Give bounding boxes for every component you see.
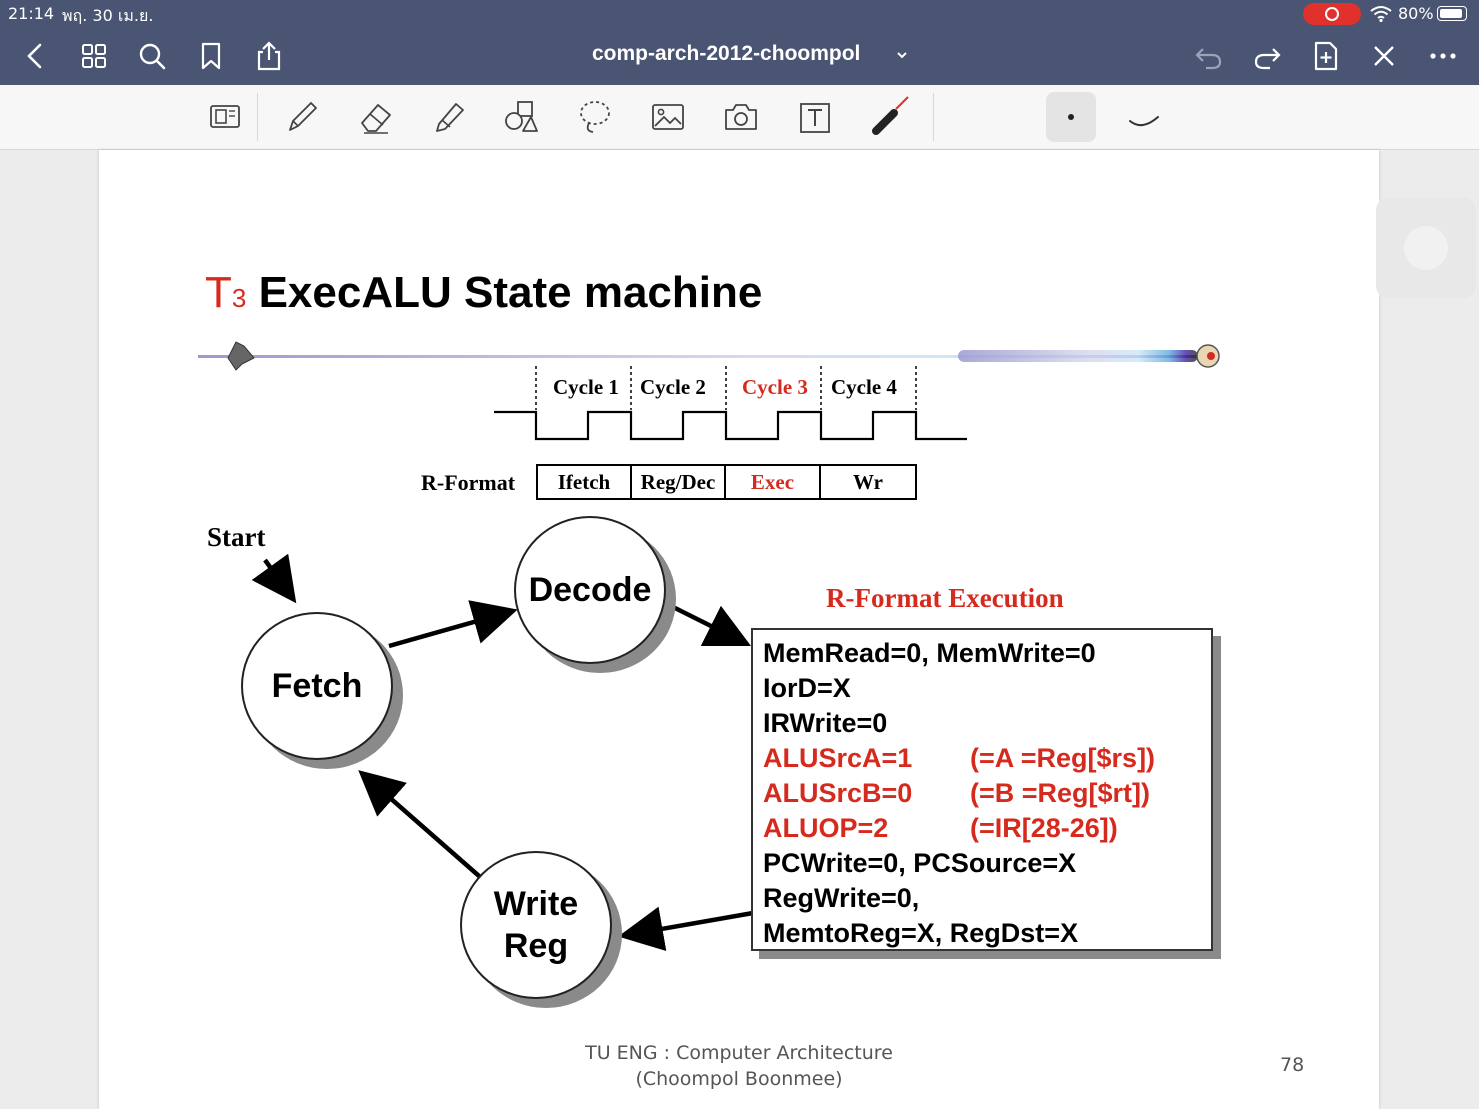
title-text: ExecALU State machine (246, 268, 763, 317)
signal-line: ALUSrcA=1 (=A =Reg[$rs]) (763, 743, 1155, 774)
start-label: Start (207, 522, 266, 552)
screen-recording-icon[interactable] (1303, 3, 1361, 25)
format-label: R-Format (421, 470, 516, 495)
grid-icon[interactable] (78, 40, 110, 72)
annotation-toolbar: ✱ (0, 85, 1479, 150)
stage-cell: Ifetch (536, 464, 632, 500)
bookmark-icon[interactable] (195, 40, 227, 72)
signal-line: PCWrite=0, PCSource=X (763, 848, 1076, 879)
floating-side-button[interactable] (1376, 198, 1476, 298)
stage-cell: Reg/Dec (630, 464, 726, 500)
search-icon[interactable] (136, 40, 168, 72)
wifi-icon (1370, 6, 1392, 22)
signal-text: PCWrite=0, PCSource=X (763, 848, 1077, 878)
title-prefix: T (205, 268, 232, 317)
toolbar-divider (933, 93, 934, 141)
signal-text: ALUSrcB=0 (763, 778, 913, 808)
toolbar-divider (257, 93, 258, 141)
state-transitions (251, 553, 754, 951)
signal-text: MemRead=0, MemWrite=0 (763, 638, 1096, 668)
chevron-down-icon (897, 52, 907, 59)
page-number: 78 (1280, 1054, 1305, 1076)
more-icon[interactable] (1427, 40, 1459, 72)
text-box-icon[interactable] (795, 97, 835, 137)
state-fetch: Fetch (241, 612, 393, 760)
add-page-icon[interactable] (1310, 40, 1342, 72)
document-title-menu[interactable]: comp-arch-2012-choompol (560, 42, 920, 72)
signal-comment: (=IR[28-26]) (970, 813, 1118, 843)
signal-text: ALUOP=2 (763, 813, 889, 843)
signal-comment: (=A =Reg[$rs]) (970, 743, 1156, 773)
state-write-reg: Write Reg (460, 851, 612, 999)
image-icon[interactable] (648, 97, 688, 137)
signal-line: RegWrite=0, (763, 883, 919, 914)
signal-comment: (=B =Reg[$rt]) (970, 778, 1151, 808)
document-title: comp-arch-2012-choompol (592, 42, 861, 65)
pen-icon[interactable] (282, 97, 322, 137)
footer-author: (Choompol Boonmee) (635, 1068, 843, 1090)
cycle-label: Cycle 2 (640, 375, 706, 399)
page-view-icon[interactable] (205, 97, 245, 137)
stage-cell: Exec (724, 464, 821, 500)
signal-line: IRWrite=0 (763, 708, 887, 739)
stage-cell: Wr (819, 464, 917, 500)
signal-line: ALUSrcB=0 (=B =Reg[$rt]) (763, 778, 1150, 809)
laser-pointer-icon[interactable]: ✱ (866, 93, 914, 141)
stroke-style-icon[interactable] (1124, 97, 1164, 137)
state-write-reg-line2: Reg (503, 927, 569, 965)
signal-line: MemRead=0, MemWrite=0 (763, 638, 1096, 669)
document-page[interactable]: T3 ExecALU State machine Cycle 1 Cycle 2… (99, 150, 1379, 1109)
shapes-icon[interactable] (501, 97, 541, 137)
signal-line: MemtoReg=X, RegDst=X (763, 918, 1078, 949)
battery-icon (1437, 6, 1467, 21)
lasso-icon[interactable] (575, 97, 615, 137)
signal-text: MemtoReg=X, RegDst=X (763, 918, 1079, 948)
signal-line: ALUOP=2 (=IR[28-26]) (763, 813, 1118, 844)
cycle-label: Cycle 4 (831, 375, 897, 399)
slide-title: T3 ExecALU State machine (205, 268, 762, 318)
close-icon[interactable] (1368, 40, 1400, 72)
back-icon[interactable] (20, 40, 52, 72)
title-subscript: 3 (231, 283, 247, 313)
share-icon[interactable] (253, 40, 285, 72)
decorative-progress-line (198, 341, 1220, 371)
cycle-label: Cycle 3 (742, 375, 808, 399)
battery-percent: 80% (1398, 4, 1434, 23)
status-time: 21:14 (8, 4, 55, 23)
state-decode: Decode (514, 516, 666, 664)
clock-waveform (494, 366, 967, 441)
execution-heading: R-Format Execution (826, 583, 1064, 613)
status-date: พฤ. 30 เม.ย. (62, 6, 154, 25)
signal-text: IRWrite=0 (763, 708, 888, 738)
camera-icon[interactable] (721, 97, 761, 137)
footer-course: TU ENG : Computer Architecture (585, 1042, 893, 1064)
cycle-label: Cycle 1 (553, 375, 619, 399)
highlighter-icon[interactable] (429, 97, 469, 137)
pen-size-button[interactable] (1046, 92, 1096, 142)
signal-text: RegWrite=0, (763, 883, 920, 913)
slide-footer: TU ENG : Computer Architecture (Choompol… (99, 1040, 1379, 1092)
signal-text: IorD=X (763, 673, 851, 703)
undo-icon[interactable] (1193, 40, 1225, 72)
eraser-icon[interactable] (356, 97, 396, 137)
redo-icon[interactable] (1251, 40, 1283, 72)
signal-text: ALUSrcA=1 (763, 743, 913, 773)
state-write-reg-line1: Write (493, 885, 579, 923)
top-bar: 21:14 พฤ. 30 เม.ย. 80% comp-arch-2012-ch… (0, 0, 1479, 85)
execution-signals-box: MemRead=0, MemWrite=0 IorD=X IRWrite=0 A… (751, 628, 1213, 951)
signal-line: IorD=X (763, 673, 851, 704)
